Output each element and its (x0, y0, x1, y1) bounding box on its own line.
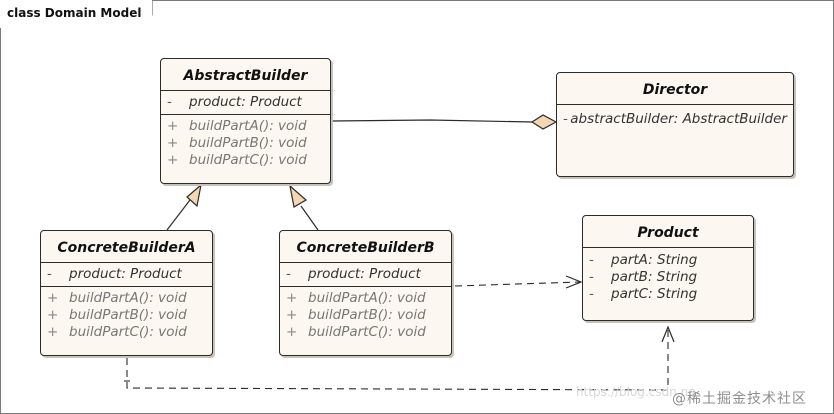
attribute-text: partB: String (611, 269, 698, 285)
class-name: Director (557, 73, 793, 105)
operation-text: buildPartB(): void (308, 307, 426, 323)
operation-section: + buildPartA(): void + buildPartB(): voi… (161, 115, 330, 172)
visibility-marker: - (589, 252, 594, 268)
operation-row: + buildPartA(): void (286, 290, 445, 307)
class-director[interactable]: Director - abstractBuilder: AbstractBuil… (556, 72, 794, 177)
attribute-text: product: Product (69, 266, 182, 282)
operation-text: buildPartC(): void (189, 152, 307, 168)
class-name: ConcreteBuilderA (41, 231, 212, 263)
attribute-row: - partA: String (589, 252, 747, 269)
class-concrete-builder-a[interactable]: ConcreteBuilderA - product: Product + bu… (40, 230, 213, 356)
dependency-line-a-product (126, 328, 669, 391)
class-abstract-builder[interactable]: AbstractBuilder - product: Product + bui… (160, 58, 331, 184)
operation-row: + buildPartC(): void (286, 324, 445, 341)
operation-row: + buildPartB(): void (286, 307, 445, 324)
generalization-line-b (300, 205, 319, 231)
attribute-row: - product: Product (286, 266, 445, 283)
visibility-marker: + (167, 152, 179, 168)
attribute-section: - partA: String - partB: String - partC:… (583, 248, 753, 306)
frame-title: class Domain Model (7, 6, 142, 20)
visibility-marker: + (47, 324, 59, 340)
operation-section: + buildPartA(): void + buildPartB(): voi… (280, 287, 451, 344)
class-name: AbstractBuilder (161, 59, 330, 91)
visibility-marker: + (286, 307, 298, 323)
operation-row: + buildPartA(): void (167, 118, 324, 135)
dependency-line-b-product (454, 281, 581, 287)
operation-text: buildPartC(): void (69, 324, 187, 340)
attribute-row: - product: Product (47, 266, 206, 283)
visibility-marker: + (167, 118, 179, 134)
visibility-marker: + (167, 135, 179, 151)
visibility-marker: - (167, 94, 172, 110)
visibility-marker: - (563, 111, 568, 127)
operation-text: buildPartA(): void (308, 290, 426, 306)
visibility-marker: + (286, 324, 298, 340)
visibility-marker: + (47, 307, 59, 323)
operation-text: buildPartB(): void (189, 135, 307, 151)
attribute-section: - product: Product (41, 263, 212, 287)
class-name: Product (583, 216, 753, 248)
attribute-section: - abstractBuilder: AbstractBuilder (557, 105, 793, 131)
generalization-line-a (166, 199, 191, 231)
generalization-arrow-a (186, 183, 202, 208)
attribute-text: abstractBuilder: AbstractBuilder (570, 111, 787, 127)
frame-tab (0, 0, 152, 28)
attribute-text: partA: String (611, 252, 698, 268)
visibility-marker: + (286, 290, 298, 306)
visibility-marker: - (286, 266, 291, 282)
visibility-marker: - (589, 286, 594, 302)
dependency-arrow-a-product (661, 325, 675, 343)
class-name: ConcreteBuilderB (280, 231, 451, 263)
dependency-arrow-b-product (565, 275, 583, 289)
operation-text: buildPartC(): void (308, 324, 426, 340)
attribute-section: - product: Product (161, 91, 330, 115)
operation-row: + buildPartB(): void (47, 307, 206, 324)
url-watermark: https://blog.csdn.ne (576, 385, 696, 399)
attribute-text: product: Product (189, 94, 302, 110)
generalization-arrow-b (289, 184, 308, 208)
operation-text: buildPartB(): void (69, 307, 187, 323)
attribute-row: - partB: String (589, 269, 747, 286)
attribute-row: - partC: String (589, 286, 747, 303)
attribute-section: - product: Product (280, 263, 451, 287)
operation-row: + buildPartB(): void (167, 135, 324, 152)
aggregation-diamond (530, 114, 558, 130)
attribute-row: - product: Product (167, 94, 324, 111)
visibility-marker: - (589, 269, 594, 285)
class-product[interactable]: Product - partA: String - partB: String … (582, 215, 754, 321)
aggregation-line (330, 119, 533, 123)
brand-watermark: @稀土掘金技术社区 (672, 391, 807, 407)
attribute-text: product: Product (308, 266, 421, 282)
visibility-marker: + (47, 290, 59, 306)
attribute-text: partC: String (611, 286, 698, 302)
operation-row: + buildPartC(): void (47, 324, 206, 341)
operation-text: buildPartA(): void (69, 290, 187, 306)
visibility-marker: - (47, 266, 52, 282)
attribute-row: - abstractBuilder: AbstractBuilder (563, 111, 787, 128)
operation-row: + buildPartC(): void (167, 152, 324, 169)
operation-section: + buildPartA(): void + buildPartB(): voi… (41, 287, 212, 344)
class-concrete-builder-b[interactable]: ConcreteBuilderB - product: Product + bu… (279, 230, 452, 356)
operation-text: buildPartA(): void (189, 118, 307, 134)
operation-row: + buildPartA(): void (47, 290, 206, 307)
